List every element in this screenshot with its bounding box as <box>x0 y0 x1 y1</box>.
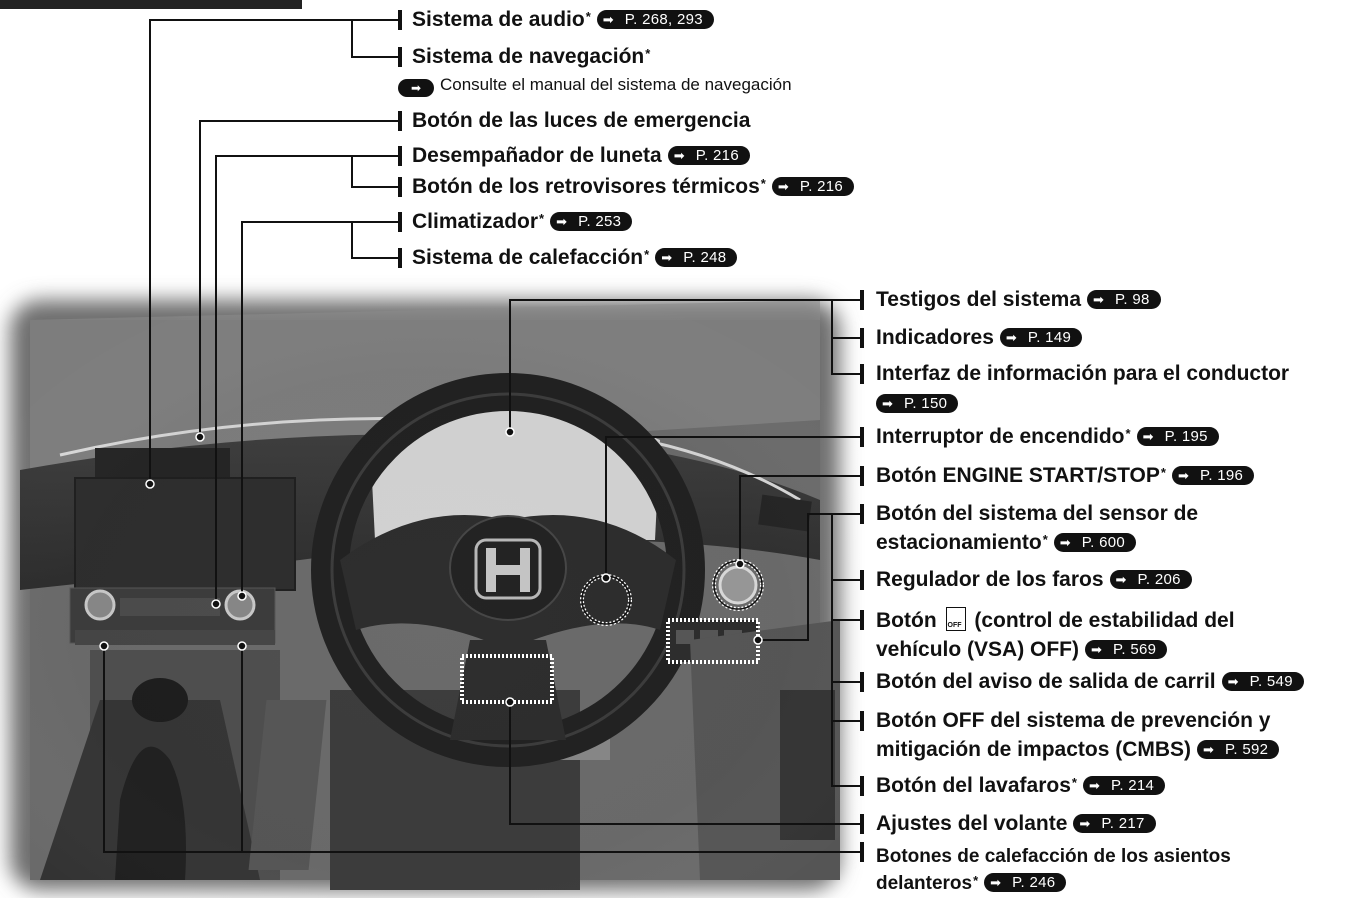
label-navegacion: Sistema de navegación* <box>412 45 651 68</box>
label-tick <box>860 427 864 447</box>
page-ref[interactable]: ➡P. 206 <box>1109 570 1192 589</box>
label-interruptor: Interruptor de encendido*➡P. 195 <box>876 424 1219 450</box>
label-tick <box>860 570 864 590</box>
page-ref[interactable]: ➡P. 248 <box>655 248 738 267</box>
page-ref[interactable]: ➡P. 253 <box>550 212 633 231</box>
label-tick <box>398 177 402 197</box>
page-ref[interactable]: ➡P. 217 <box>1073 814 1156 833</box>
label-regulador: Regulador de los faros➡P. 206 <box>876 567 1192 593</box>
page-ref[interactable]: ➡P. 592 <box>1197 740 1280 759</box>
label-tick <box>398 212 402 232</box>
page-ref[interactable]: ➡P. 549 <box>1221 672 1304 691</box>
label-vsa-line2: vehículo (VSA) OFF)➡P. 569 <box>876 637 1168 663</box>
label-tick <box>860 290 864 310</box>
dashboard-photo <box>0 290 860 898</box>
page-ref[interactable]: ➡P. 149 <box>999 328 1083 347</box>
label-cmbs-line2: mitigación de impactos (CMBS)➡P. 592 <box>876 737 1280 763</box>
label-calefaccion-asientos-line2: delanteros*➡P. 246 <box>876 873 1067 895</box>
label-tick <box>398 10 402 30</box>
label-ajustes-volante: Ajustes del volante➡P. 217 <box>876 811 1156 837</box>
label-tick <box>860 610 864 630</box>
label-tick <box>860 776 864 796</box>
label-desempanador: Desempañador de luneta➡P. 216 <box>412 143 750 169</box>
page-ref[interactable]: ➡P. 196 <box>1171 466 1255 485</box>
label-tick <box>860 842 864 862</box>
page-ref[interactable]: ➡P. 569 <box>1085 640 1168 659</box>
page-ref[interactable]: ➡P. 195 <box>1136 427 1219 446</box>
label-retrovisores: Botón de los retrovisores térmicos*➡P. 2… <box>412 174 855 200</box>
page-ref[interactable]: ➡P. 150 <box>876 394 959 413</box>
leader-lines <box>103 19 860 853</box>
label-climatizador: Climatizador*➡P. 253 <box>412 209 633 235</box>
label-tick <box>398 248 402 268</box>
label-tick <box>860 711 864 731</box>
label-vsa: Botón OFF (control de estabilidad del <box>876 607 1235 632</box>
label-indicadores: Indicadores➡P. 149 <box>876 325 1083 351</box>
label-lavafaros: Botón del lavafaros*➡P. 214 <box>876 773 1166 799</box>
leader-dots <box>99 427 763 707</box>
label-interfaz: Interfaz de información para el conducto… <box>876 362 1290 385</box>
page-ref[interactable]: ➡P. 214 <box>1082 776 1166 795</box>
label-tick <box>860 504 864 524</box>
page-ref[interactable]: ➡P. 98 <box>1087 290 1161 309</box>
label-interfaz-ref: ➡P. 150 <box>870 391 959 417</box>
label-tick <box>398 47 402 67</box>
label-tick <box>860 466 864 486</box>
switch-panel-highlight <box>666 618 760 664</box>
label-aviso-carril: Botón del aviso de salida de carril➡P. 5… <box>876 669 1304 695</box>
label-tick <box>860 364 864 384</box>
label-cmbs: Botón OFF del sistema de prevención y <box>876 709 1271 732</box>
header-bar <box>0 0 302 9</box>
label-luces-emergencia: Botón de las luces de emergencia <box>412 109 751 132</box>
page-ref[interactable]: ➡P. 216 <box>667 146 750 165</box>
label-tick <box>860 814 864 834</box>
label-engine: Botón ENGINE START/STOP*➡P. 196 <box>876 463 1255 489</box>
label-testigos: Testigos del sistema➡P. 98 <box>876 287 1161 313</box>
page-ref[interactable]: ➡P. 216 <box>771 177 855 196</box>
label-sensor: Botón del sistema del sensor de <box>876 502 1199 525</box>
page-ref[interactable]: ➡P. 600 <box>1053 533 1137 552</box>
page-ref[interactable]: ➡P. 246 <box>984 873 1067 892</box>
label-tick <box>398 146 402 166</box>
label-calefaccion-asientos: Botones de calefacción de los asientos <box>876 846 1231 867</box>
label-sensor-line2: estacionamiento*➡P. 600 <box>876 530 1137 556</box>
page-ref[interactable]: ➡P. 268, 293 <box>596 10 714 29</box>
label-calefaccion: Sistema de calefacción*➡P. 248 <box>412 245 738 271</box>
label-tick <box>398 111 402 131</box>
label-audio: Sistema de audio*➡P. 268, 293 <box>412 7 714 33</box>
vsa-off-icon: OFF <box>945 607 966 631</box>
navegacion-note: ➡Consulte el manual del sistema de naveg… <box>398 74 792 97</box>
arrow-icon: ➡ <box>398 79 434 97</box>
label-tick <box>860 328 864 348</box>
label-tick <box>860 672 864 692</box>
